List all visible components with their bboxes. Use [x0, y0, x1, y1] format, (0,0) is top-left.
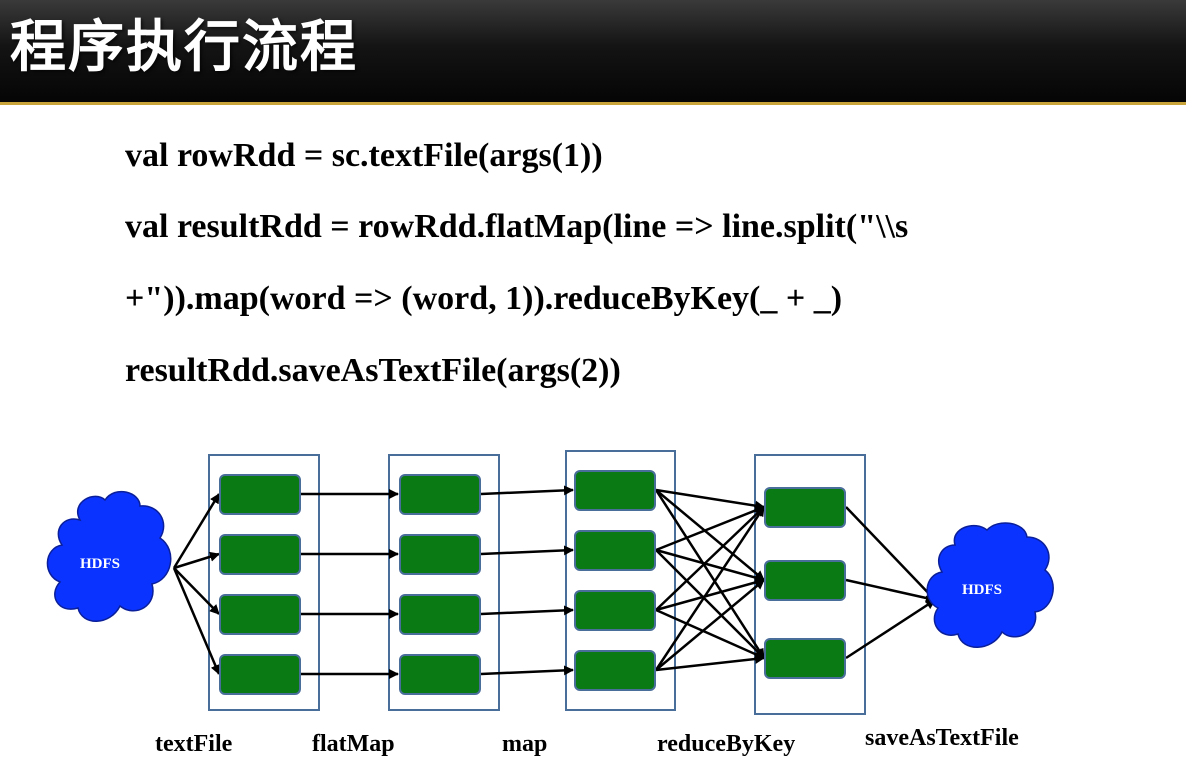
code-line-4: resultRdd.saveAsTextFile(args(2)) [125, 352, 621, 389]
flow-arrow [480, 665, 574, 676]
flow-arrow [173, 567, 220, 615]
flow-arrow [655, 489, 765, 581]
stage-textfile-partitions [219, 474, 301, 695]
partition-block [219, 594, 301, 635]
partition-block [574, 590, 656, 631]
partition-block [219, 474, 301, 515]
code-line-1: val rowRdd = sc.textFile(args(1)) [125, 137, 603, 174]
stage-label-reducebykey: reduceByKey [657, 731, 795, 757]
flow-arrow [655, 488, 765, 511]
stage-map-partitions [574, 470, 656, 691]
page-title: 程序执行流程 [10, 15, 358, 80]
hdfs-sink-cloud: HDFS [926, 522, 1054, 648]
flow-arrow [845, 578, 936, 603]
stage-label-map: map [502, 731, 547, 757]
partition-block [764, 560, 846, 601]
flow-arrow [480, 485, 574, 496]
flow-arrow [655, 579, 765, 671]
partition-block [399, 654, 481, 695]
flow-arrow [654, 506, 766, 671]
partition-block [574, 470, 656, 511]
flow-arrow [172, 493, 221, 569]
flow-arrow [655, 577, 765, 612]
stage-box-map [565, 450, 676, 711]
partition-block [399, 594, 481, 635]
stage-label-flatmap: flatMap [312, 731, 395, 757]
flow-arrow [480, 605, 574, 616]
partition-block [574, 530, 656, 571]
stage-label-saveastextfile: saveAsTextFile [865, 725, 1019, 751]
hdfs-source-cloud: HDFS [46, 490, 172, 622]
partition-block [399, 534, 481, 575]
code-line-3: +")).map(word => (word, 1)).reduceByKey(… [125, 280, 843, 317]
stage-flatmap-partitions [399, 474, 481, 695]
flow-arrow [172, 567, 221, 675]
stage-box-flatmap [388, 454, 500, 711]
partition-block [764, 487, 846, 528]
flow-arrow [654, 489, 766, 659]
partition-block [219, 534, 301, 575]
stage-label-textfile: textFile [155, 731, 233, 757]
title-underline [0, 102, 1186, 105]
flow-arrow [845, 506, 936, 601]
flow-arrow [655, 548, 765, 583]
partition-block [219, 654, 301, 695]
flow-arrow [655, 506, 765, 611]
partition-block [399, 474, 481, 515]
hdfs-sink-label: HDFS [962, 582, 1002, 598]
flow-arrow [655, 654, 765, 672]
flow-arrow [655, 505, 765, 552]
hdfs-source-label: HDFS [80, 556, 120, 572]
partition-block [574, 650, 656, 691]
flow-arrow [480, 545, 574, 556]
flow-arrow [845, 598, 936, 660]
stage-reducebykey-partitions [764, 487, 846, 679]
flow-arrow [655, 549, 765, 659]
flow-arrow [173, 551, 220, 570]
stage-box-textfile [208, 454, 320, 711]
title-bar [0, 0, 1186, 102]
flow-arrow [655, 608, 765, 660]
arrows [172, 485, 936, 679]
partition-block [764, 638, 846, 679]
code-line-2: val resultRdd = rowRdd.flatMap(line => l… [125, 208, 909, 245]
